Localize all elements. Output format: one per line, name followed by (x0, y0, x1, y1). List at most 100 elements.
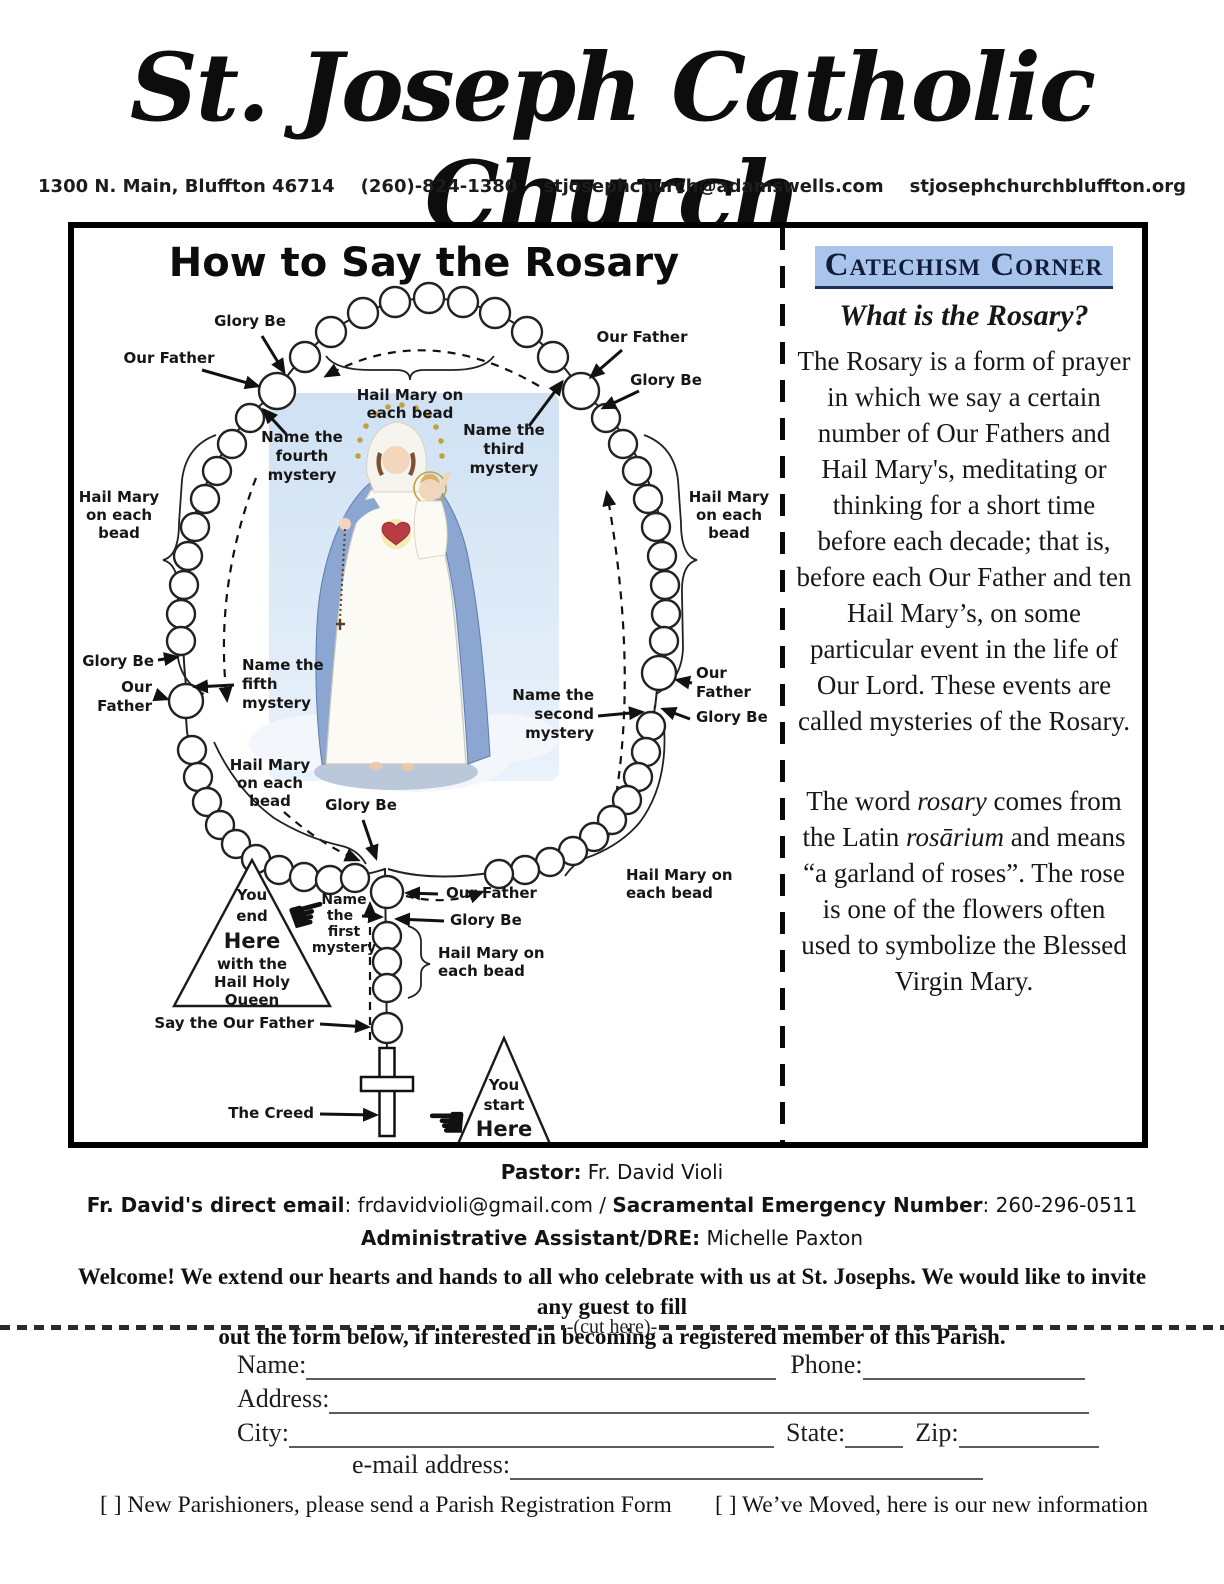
admin-assistant-line: Administrative Assistant/DRE: Michelle P… (360, 1226, 864, 1250)
dashed-column-divider (780, 228, 785, 1142)
catechism-corner: Catechism Corner What is the Rosary? The… (796, 238, 1132, 999)
label-third-mystery: third (483, 440, 524, 458)
label-our-father-top-right: Our Father (597, 328, 689, 346)
diagram-labels: Glory Be Our Father Hail Mary on each be… (79, 312, 770, 1122)
label-hail-mary-right: on each (696, 506, 762, 524)
city-field (289, 1416, 775, 1448)
label-the-creed: The Creed (228, 1104, 314, 1122)
label-our-father-mid-right: Father (696, 683, 752, 701)
label-our-father-top-left: Our Father (124, 349, 216, 367)
label-fourth-mystery: Name the (261, 428, 343, 446)
label-third-mystery: Name the (463, 421, 545, 439)
label-fifth-mystery: Name the (242, 656, 324, 674)
label-our-father-mid-left: Our (121, 678, 152, 696)
label-hail-mary-left: bead (98, 524, 140, 542)
rosary-diagram: How to Say the Rosary (79, 240, 770, 1142)
label-hail-mary-bottom-left: on each (237, 774, 303, 792)
main-content-box: How to Say the Rosary (68, 222, 1148, 1148)
catechism-question: What is the Rosary? (839, 299, 1089, 332)
label-our-father-mid-right: Our (696, 664, 727, 682)
label-hail-mary-right: bead (708, 524, 750, 542)
svg-text:Here: Here (476, 1117, 532, 1141)
zip-field (958, 1416, 1099, 1448)
label-glory-be-mid-right: Glory Be (696, 708, 768, 726)
weve-moved-checkbox: [ ] We’ve Moved, here is our new informa… (715, 1492, 1148, 1518)
label-hail-mary-center: each bead (438, 962, 525, 980)
pastor-line: Pastor: Fr. David Violi (500, 1160, 724, 1184)
staff-info: Pastor: Fr. David Violi Fr. David's dire… (0, 1156, 1224, 1255)
label-second-mystery: Name the (512, 686, 594, 704)
label-first-mystery: the (327, 908, 353, 924)
label-fourth-mystery: mystery (268, 466, 337, 484)
madonna-and-child-image (249, 393, 559, 792)
label-third-mystery: mystery (470, 459, 539, 477)
zip-label: Zip: (915, 1418, 959, 1447)
svg-text:with the: with the (217, 955, 287, 973)
label-glory-be-center: Glory Be (450, 911, 522, 929)
you-end-here-triangle: You end Here with the Hail Holy Queen (171, 857, 333, 1009)
svg-text:You: You (488, 1076, 519, 1094)
label-hail-mary-top: Hail Mary on (357, 386, 464, 404)
label-hail-mary-right: Hail Mary (689, 488, 770, 506)
label-glory-be-bottom: Glory Be (325, 796, 397, 814)
contact-line: 1300 N. Main, Bluffton 46714 (260)-824-1… (0, 176, 1224, 197)
label-hail-mary-center: Hail Mary on (438, 944, 545, 962)
street-address: 1300 N. Main, Bluffton 46714 (38, 176, 335, 197)
phone-label: Phone: (790, 1350, 863, 1379)
crucifix-icon (359, 1046, 415, 1138)
cut-here-line: -(cut here)- (0, 1316, 1224, 1339)
church-title: St. Joseph Catholic Church (129, 33, 1096, 252)
state-field (845, 1416, 904, 1448)
phone-number: (260)-824-1380 (360, 176, 518, 197)
svg-text:start: start (484, 1096, 525, 1114)
new-parishioners-checkbox: [ ] New Parishioners, please send a Pari… (100, 1492, 672, 1518)
halo-dots (355, 402, 445, 459)
label-hail-mary-bottom-left: bead (249, 792, 291, 810)
you-start-here-triangle: You start Here (457, 1034, 551, 1142)
svg-text:Hail Holy: Hail Holy (214, 973, 290, 991)
label-hail-mary-bottom-right: Hail Mary on (626, 866, 733, 884)
svg-text:Queen: Queen (225, 991, 279, 1009)
cut-dashes-right (659, 1325, 1224, 1330)
state-label: State: (786, 1418, 846, 1447)
form-row-city-state-zip: City: State: Zip: (237, 1416, 1099, 1448)
website-url: stjosephchurchbluffton.org (909, 176, 1186, 197)
name-field (306, 1348, 777, 1380)
svg-text:You: You (236, 886, 267, 904)
label-our-father-mid-left: Father (97, 697, 153, 715)
label-fifth-mystery: fifth (242, 675, 278, 693)
label-fifth-mystery: mystery (242, 694, 311, 712)
label-fourth-mystery: fourth (276, 447, 329, 465)
label-second-mystery: second (534, 705, 594, 723)
diagram-title: How to Say the Rosary (169, 240, 679, 286)
label-hail-mary-left: Hail Mary (79, 488, 160, 506)
form-row-name-phone: Name: Phone: (237, 1348, 1085, 1380)
label-say-our-father: Say the Our Father (154, 1014, 314, 1032)
label-second-mystery: mystery (525, 724, 594, 742)
email-address: stjosephchurch@adamswells.com (543, 176, 884, 197)
label-hail-mary-bottom-left: Hail Mary (230, 756, 311, 774)
label-hail-mary-top: each bead (367, 404, 454, 422)
catechism-paragraph-1: The Rosary is a form of prayer in which … (796, 346, 1132, 736)
svg-text:Here: Here (224, 929, 280, 953)
email-field (510, 1448, 984, 1480)
label-first-mystery: first (328, 924, 361, 940)
catechism-heading: Catechism Corner (814, 246, 1114, 289)
label-glory-be-top-left: Glory Be (214, 312, 286, 330)
city-label: City: (237, 1418, 290, 1447)
label-glory-be-top-right: Glory Be (630, 371, 702, 389)
form-row-email: e-mail address: (352, 1448, 984, 1480)
email-label: e-mail address: (352, 1450, 511, 1479)
name-label: Name: (237, 1350, 307, 1379)
label-hail-mary-left: on each (86, 506, 152, 524)
pointing-hand-left-icon: ☚ (426, 1095, 467, 1142)
svg-text:end: end (236, 907, 268, 925)
phone-field (862, 1348, 1085, 1380)
label-arrows (152, 335, 693, 1122)
address-field (329, 1382, 1090, 1414)
label-our-father-center: Our Father (446, 884, 538, 902)
rosary-beads (165, 281, 682, 1045)
email-emergency-line: Fr. David's direct email: frdavidvioli@g… (86, 1193, 1138, 1217)
cut-dashes-left (0, 1325, 565, 1330)
